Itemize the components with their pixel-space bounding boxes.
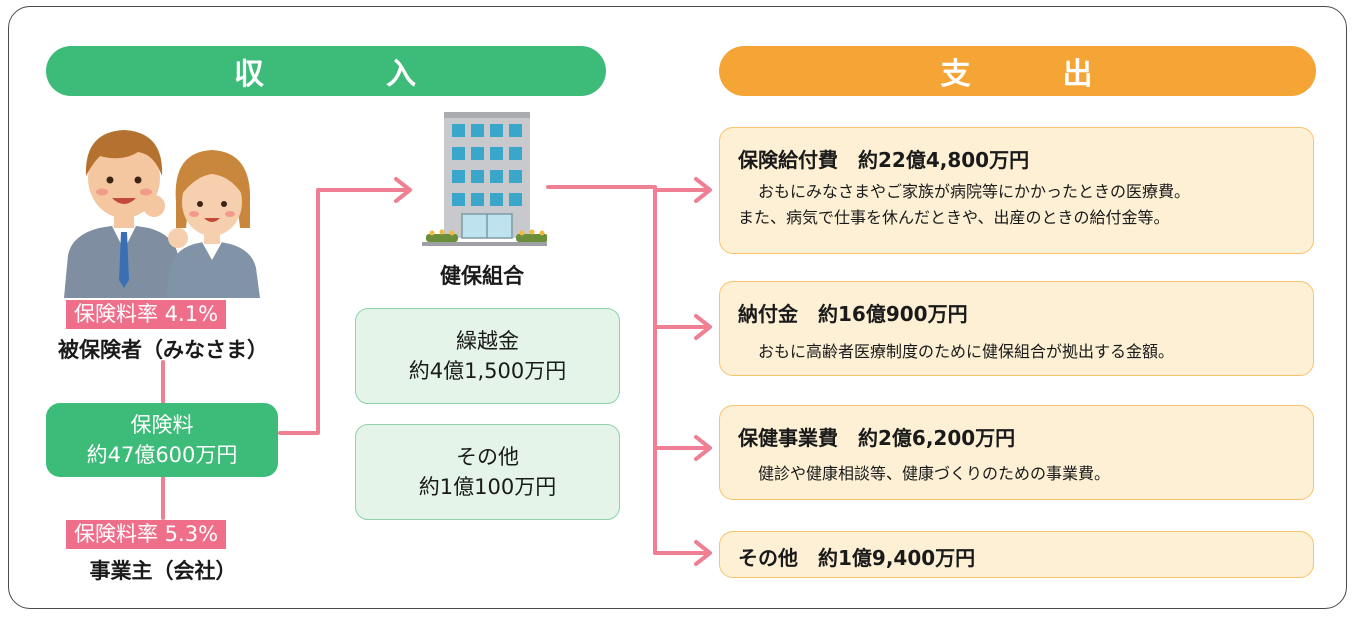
- arrow-benefits: [694, 177, 712, 203]
- expenditure-header: 支出: [719, 46, 1316, 96]
- other-income-amount: 約1億100万円: [418, 475, 557, 499]
- diagram-frame: [8, 6, 1347, 609]
- carryover-amount: 約4億1,500万円: [408, 359, 567, 383]
- expense-box-health: 保健事業費 約2億6,200万円 健診や健康相談等、健康づくりのための事業費。: [719, 405, 1314, 500]
- link-union-expenditure: [546, 185, 707, 555]
- arrow-to-union: [394, 177, 412, 203]
- carryover-box: 繰越金 約4億1,500万円: [355, 308, 620, 404]
- expense-description: 健診や健康相談等、健康づくりのための事業費。: [758, 464, 1111, 483]
- expense-title: 納付金 約16億900万円: [738, 302, 968, 326]
- link-premium-union: [278, 188, 410, 435]
- insured-label: 被保険者（みなさま）: [58, 338, 268, 362]
- income-header: 収入: [46, 46, 606, 96]
- arrow-other: [694, 540, 712, 566]
- other-income-box: その他 約1億100万円: [355, 424, 620, 520]
- expense-description: おもにみなさまやご家族が病院等にかかったときの医療費。: [758, 182, 1191, 201]
- premium-box: 保険料 約47億600万円: [46, 403, 278, 477]
- carryover-label: 繰越金: [456, 329, 519, 353]
- insured-people-illustration: [64, 130, 260, 298]
- arrow-health: [694, 435, 712, 461]
- expense-box-benefits: 保険給付費 約22億4,800万円 おもにみなさまやご家族が病院等にかかったとき…: [719, 127, 1314, 254]
- expense-title: 保険給付費 約22億4,800万円: [738, 148, 1030, 172]
- premium-amount: 約47億600万円: [86, 443, 238, 467]
- other-income-label: その他: [456, 445, 519, 469]
- employer-label: 事業主（会社）: [89, 559, 237, 583]
- expense-title: その他 約1億9,400万円: [738, 546, 976, 570]
- premium-label: 保険料: [130, 413, 194, 437]
- employer-premium-rate: 保険料率 5.3%: [66, 520, 227, 549]
- union-label: 健保組合: [440, 264, 524, 288]
- expense-description: また、病気で仕事を休んだときや、出産のときの給付金等。: [738, 208, 1170, 227]
- expense-description: おもに高齢者医療制度のために健保組合が拠出する金額。: [758, 342, 1175, 361]
- expense-box-other: その他 約1億9,400万円: [719, 531, 1314, 578]
- building-icon: [422, 112, 547, 246]
- arrow-levy: [694, 314, 712, 340]
- expense-title: 保健事業費 約2億6,200万円: [738, 426, 1016, 450]
- insured-premium-rate: 保険料率 4.1%: [66, 300, 227, 329]
- expense-box-levy: 納付金 約16億900万円 おもに高齢者医療制度のために健保組合が拠出する金額。: [719, 281, 1314, 376]
